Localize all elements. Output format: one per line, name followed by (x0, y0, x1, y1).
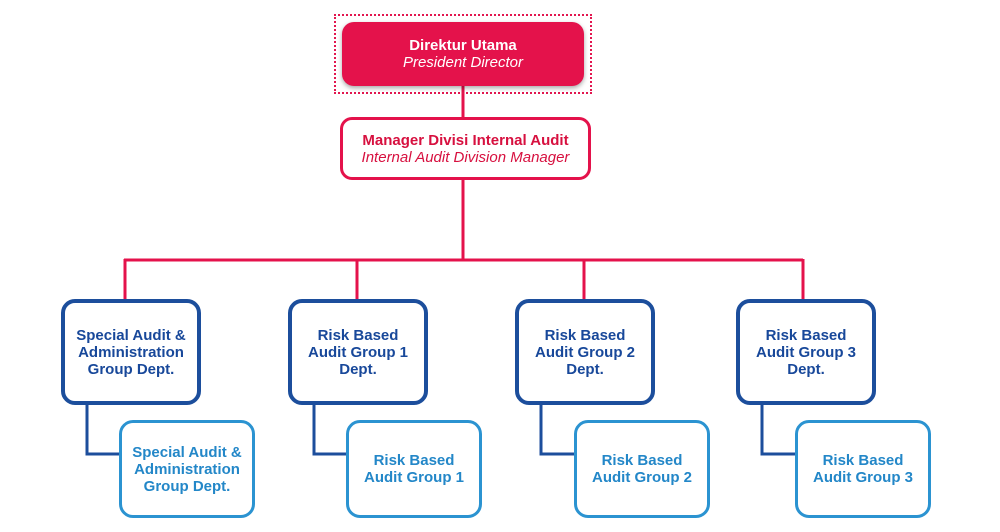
connector-dept-group-2 (312, 405, 346, 456)
president-director-box: Direktur Utama President Director (342, 22, 584, 86)
group-label: Audit Group 3 (813, 469, 913, 486)
department-label: Risk Based (544, 326, 626, 344)
group-box-risk-audit-3: Risk Based Audit Group 3 (795, 420, 931, 518)
internal-audit-manager-title: Manager Divisi Internal Audit (362, 131, 569, 149)
department-box-risk-audit-3: Risk Based Audit Group 3 Dept. (736, 299, 876, 405)
group-label: Group Dept. (143, 477, 231, 495)
president-director-subtitle: President Director (402, 54, 524, 71)
group-label: Audit Group 1 (364, 469, 464, 486)
department-label: Dept. (339, 360, 377, 378)
group-box-risk-audit-2: Risk Based Audit Group 2 (574, 420, 710, 518)
group-label: Risk Based (373, 452, 455, 469)
department-label: Dept. (787, 360, 825, 378)
department-label: Risk Based (317, 326, 399, 344)
department-label: Audit Group 2 (535, 343, 635, 361)
department-label: Administration (78, 343, 184, 361)
internal-audit-manager-subtitle: Internal Audit Division Manager (361, 148, 570, 166)
group-label: Audit Group 2 (592, 469, 692, 486)
department-box-risk-audit-2: Risk Based Audit Group 2 Dept. (515, 299, 655, 405)
department-label: Group Dept. (87, 360, 175, 378)
group-box-special-audit: Special Audit & Administration Group Dep… (119, 420, 255, 518)
connector-dept-group-3 (539, 405, 574, 456)
internal-audit-manager-box: Manager Divisi Internal Audit Internal A… (340, 117, 591, 180)
group-label: Risk Based (601, 452, 683, 469)
president-director-title: Direktur Utama (409, 37, 517, 54)
group-label: Administration (134, 460, 240, 478)
department-box-risk-audit-1: Risk Based Audit Group 1 Dept. (288, 299, 428, 405)
department-label: Audit Group 1 (308, 343, 408, 361)
group-label: Risk Based (822, 452, 904, 469)
department-box-special-audit: Special Audit & Administration Group Dep… (61, 299, 201, 405)
connector-dept-group-1 (85, 405, 120, 456)
group-box-risk-audit-1: Risk Based Audit Group 1 (346, 420, 482, 518)
group-label: Special Audit & (132, 443, 242, 461)
department-label: Special Audit & (76, 326, 186, 344)
connector-dept-group-4 (760, 405, 795, 456)
department-label: Risk Based (765, 326, 847, 344)
department-label: Dept. (566, 360, 604, 378)
president-director-selection-outline (334, 14, 592, 94)
department-label: Audit Group 3 (756, 343, 856, 361)
